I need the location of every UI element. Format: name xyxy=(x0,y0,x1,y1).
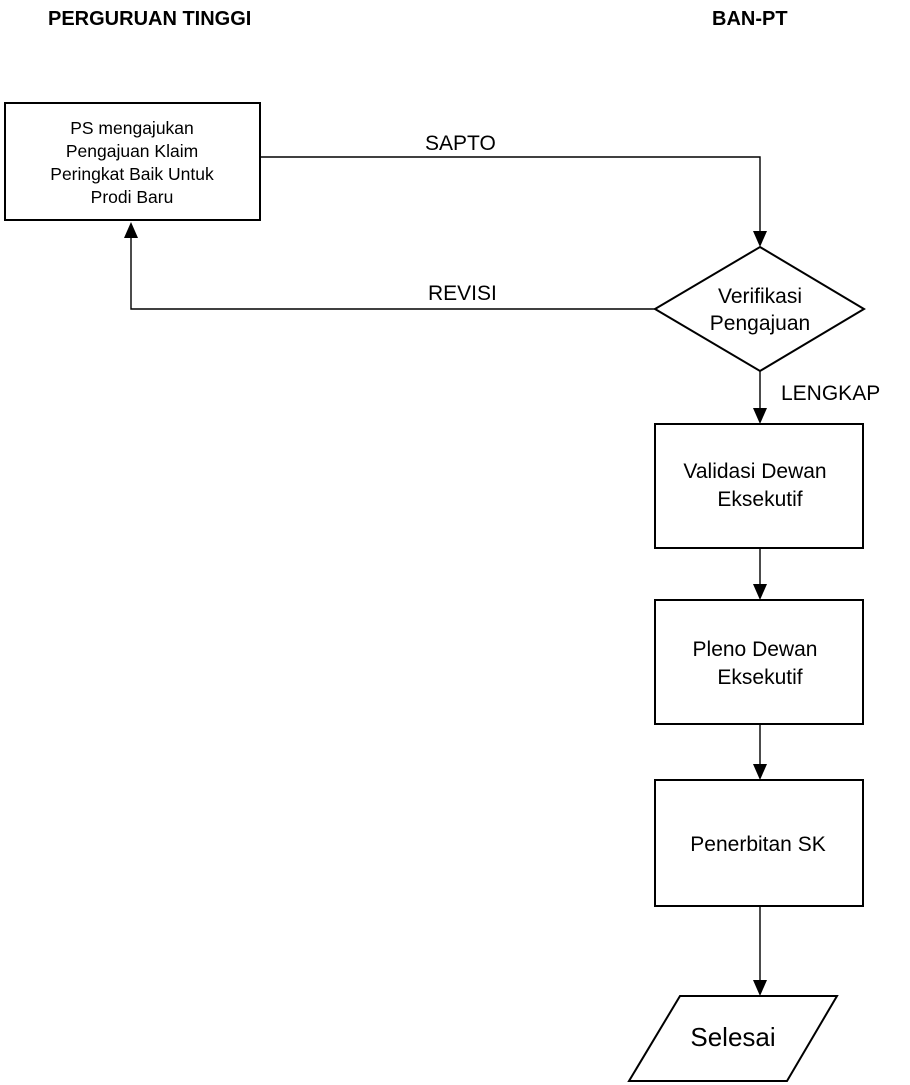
validasi-to-pleno-connector xyxy=(753,548,767,600)
penerbitan-box: Penerbitan SK xyxy=(654,779,864,907)
header-perguruan-tinggi: PERGURUAN TINGGI xyxy=(48,8,251,30)
pleno-line-2: Eksekutif xyxy=(717,666,802,689)
pleno-to-penerbitan-connector xyxy=(753,724,767,780)
selesai-label: Selesai xyxy=(690,1022,775,1052)
selesai-terminal: Selesai xyxy=(627,995,839,1082)
decision-line-1: Verifikasi xyxy=(718,285,802,308)
lengkap-connector xyxy=(753,371,767,424)
edge-label-lengkap: LENGKAP xyxy=(781,382,880,405)
revisi-connector xyxy=(124,222,655,310)
decision-diamond: Verifikasi Pengajuan xyxy=(653,245,866,373)
penerbitan-label: Penerbitan SK xyxy=(690,833,825,856)
start-box-line-2: Pengajuan Klaim xyxy=(66,141,198,161)
edge-label-sapto: SAPTO xyxy=(425,132,496,155)
edge-label-revisi: REVISI xyxy=(428,282,497,305)
start-box-line-3: Peringkat Baik Untuk xyxy=(50,164,214,184)
lengkap-arrowhead xyxy=(753,408,767,424)
sapto-connector xyxy=(260,156,767,247)
header-ban-pt: BAN-PT xyxy=(712,8,788,30)
validasi-line-1: Validasi Dewan xyxy=(683,460,826,483)
validasi-box: Validasi Dewan Eksekutif xyxy=(654,423,864,549)
pleno-line-1: Pleno Dewan xyxy=(693,638,818,661)
start-box-line-1: PS mengajukan xyxy=(70,118,194,138)
penerbitan-to-selesai-connector xyxy=(753,906,767,996)
start-box-line-4: Prodi Baru xyxy=(91,187,174,207)
decision-line-2: Pengajuan xyxy=(710,312,810,335)
sapto-arrowhead xyxy=(753,231,767,247)
start-process-box: PS mengajukan Pengajuan Klaim Peringkat … xyxy=(4,102,261,221)
pleno-box: Pleno Dewan Eksekutif xyxy=(654,599,864,725)
validasi-line-2: Eksekutif xyxy=(717,488,802,511)
revisi-arrowhead xyxy=(124,222,138,238)
